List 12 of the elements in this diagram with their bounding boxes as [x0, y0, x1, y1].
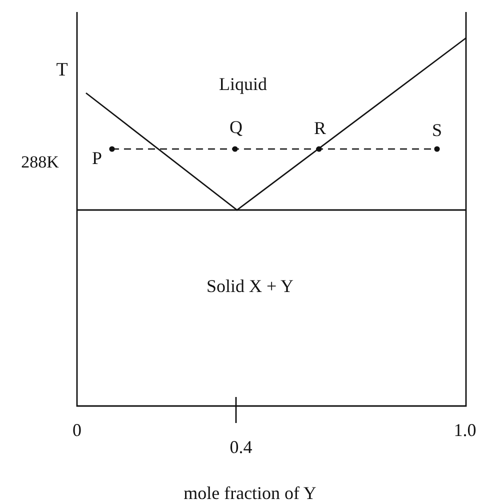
region-label: Solid X + Y: [206, 277, 294, 295]
region-label: Liquid: [219, 75, 267, 93]
axis-label: T: [56, 60, 68, 80]
axis-tick-label: 0: [72, 421, 82, 439]
axis-tick-label: 0.4: [230, 438, 252, 456]
axis-tick-label: 288K: [21, 154, 59, 170]
point-label: R: [314, 119, 326, 137]
point-label: P: [92, 149, 102, 167]
axis-tick-label: 1.0: [454, 421, 476, 439]
point-label: Q: [230, 118, 242, 136]
axis-title: mole fraction of Y: [184, 484, 316, 502]
point-label: S: [432, 121, 442, 139]
